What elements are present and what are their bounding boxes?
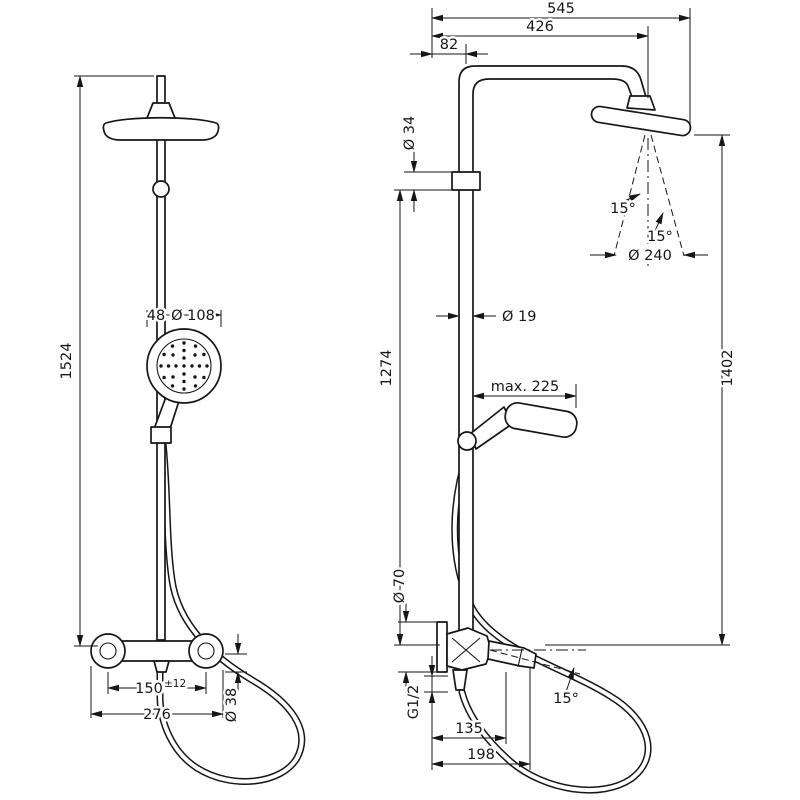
dim-hand-shower-offset-label: 48 [147,308,165,324]
side-dimension-lines [394,8,730,770]
dim-valve-width-label: 276 [143,707,171,723]
hose-outlet-side [452,669,468,691]
dim-spout-angle-label: 15° [553,691,579,707]
hand-shower-front [146,328,222,444]
shower-hose-side [451,448,652,794]
shower-head-front [102,116,220,141]
dim-arm-diameter-label: Ø 34 [402,116,418,150]
head-connector-side [626,95,656,111]
holder-joint [457,431,477,451]
dim-head-tilt-angle-label: 15° [610,201,636,217]
arm-sleeve [451,171,481,191]
dim-spray-diameter-label: Ø 240 [628,248,672,264]
front-dimension-lines [74,75,247,718]
thermostat-handle-right [188,633,224,669]
dim-spout-reach-inner-label: 135 [455,721,483,737]
tub-spout [487,640,537,669]
dim-hand-shower-reach-label: max. 225 [491,379,560,395]
dim-arm-reach-label: 426 [526,19,554,35]
dim-spout-reach-outer-label: 198 [467,747,495,763]
ball-joint-front [152,180,170,198]
dim-hand-shower-diameter-label: Ø 108 [171,308,215,324]
riser-and-arm-side [451,65,647,633]
overhead-shower-front [102,102,220,141]
side-view: 545 426 82 Ø 34 15° 15° Ø 240 Ø 19 1274 … [377,0,739,794]
hose-outlet-front [153,660,170,673]
wall-escutcheon [436,621,448,673]
side-dimension-labels: 545 426 82 Ø 34 15° 15° Ø 240 Ø 19 1274 … [377,0,739,766]
hand-shower-face-inner [156,338,212,394]
dim-riser-height-label: 1274 [379,350,395,387]
front-view: 1524 48 Ø 108 150 ±12 276 Ø 38 [57,75,306,785]
dim-spray-angle-label: 15° [647,229,673,245]
thermostat-handle-left [90,633,126,669]
front-dimension-labels: 1524 48 Ø 108 150 ±12 276 Ø 38 [57,306,243,726]
shower-head-side [590,105,692,137]
dim-valve-centers-tolerance-label: ±12 [164,678,186,690]
dim-valve-centers-label: 150 [135,681,163,697]
overhead-shower-side [590,95,692,137]
valve-body [446,627,492,671]
dim-overall-height-label: 1402 [720,350,736,387]
spray-cone [610,134,685,266]
dim-total-height-label: 1524 [59,343,75,380]
dim-overall-reach-label: 545 [547,1,575,17]
dim-connection-thread-label: G1/2 [406,685,422,720]
valve-side [436,621,586,693]
shower-arm [458,65,647,633]
dim-riser-diameter-label: Ø 19 [502,309,536,325]
shower-hose-front [156,439,306,785]
spray-nozzle-dots [159,341,209,391]
thermostat-front [90,633,224,673]
hand-shower-holder [150,426,172,444]
dim-escutcheon-diameter-label: Ø 38 [224,688,240,722]
dim-wall-escutcheon-diameter-label: Ø 70 [392,569,408,603]
hand-shower-side [457,401,578,451]
hand-shower-head-side [504,401,578,439]
dim-riser-offset-label: 82 [440,37,458,53]
